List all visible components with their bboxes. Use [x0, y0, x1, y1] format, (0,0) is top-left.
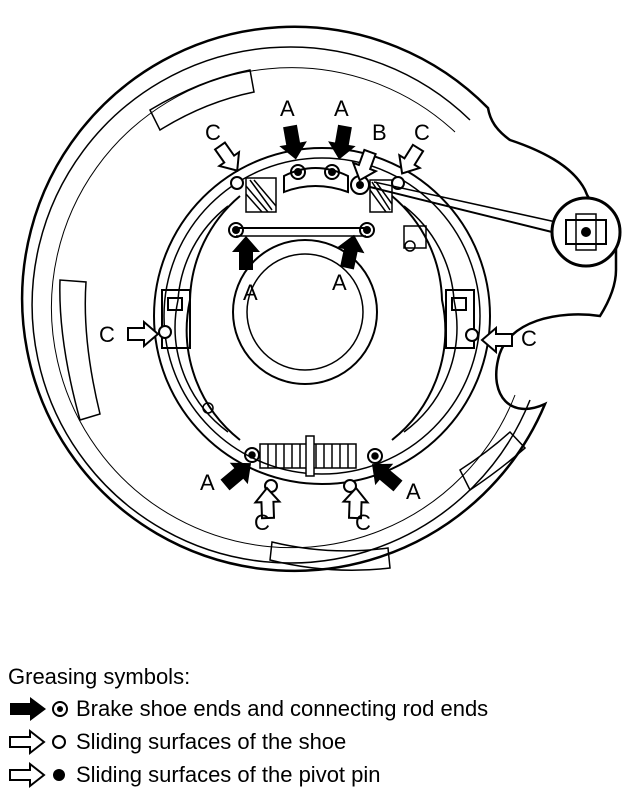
label-a: A: [332, 270, 347, 295]
arrows-C: [127, 138, 513, 520]
legend-item: Brake shoe ends and connecting rod ends: [8, 692, 628, 725]
pivot-callout: [369, 181, 622, 268]
legend-item: Sliding surfaces of the shoe: [8, 725, 628, 758]
sliding-points: [230, 176, 405, 493]
callout-labels: A A C B C A A C C A A C C: [99, 96, 537, 535]
label-b: B: [372, 120, 387, 145]
label-c: C: [414, 120, 430, 145]
adjuster: [244, 435, 383, 477]
plate-slots: [59, 69, 527, 571]
label-c: C: [521, 326, 537, 351]
backing-plate: [20, 25, 618, 573]
pivot-pin-point: [350, 175, 370, 195]
label-a: A: [200, 470, 215, 495]
shoe-rim: [153, 147, 491, 485]
label-c: C: [254, 510, 270, 535]
top-anchor: [283, 164, 349, 194]
brake-assembly-diagram: A A C B C A A C C A A C C: [20, 25, 622, 573]
hub: [202, 239, 416, 414]
label-a: A: [406, 479, 421, 504]
connecting-rod: [228, 222, 375, 238]
label-c: C: [355, 510, 371, 535]
label-a: A: [280, 96, 295, 121]
legend-item-text: Sliding surfaces of the shoe: [76, 728, 347, 754]
legend-item: Sliding surfaces of the pivot pin: [8, 758, 628, 791]
greasing-legend: Greasing symbols: Brake shoe ends and co…: [8, 662, 628, 791]
brake-shoes: [174, 195, 458, 441]
legend-item-text: Brake shoe ends and connecting rod ends: [76, 695, 489, 721]
legend-title: Greasing symbols:: [8, 664, 191, 689]
label-a: A: [243, 280, 258, 305]
label-c: C: [205, 120, 221, 145]
hold-down-clips: [158, 289, 479, 349]
legend-item-text: Sliding surfaces of the pivot pin: [76, 761, 381, 787]
black-arrow-double-circle-icon: [10, 696, 68, 721]
label-c: C: [99, 322, 115, 347]
label-a: A: [334, 96, 349, 121]
white-arrow-filled-circle-icon: [9, 761, 65, 788]
white-arrow-open-circle-icon: [9, 728, 66, 755]
